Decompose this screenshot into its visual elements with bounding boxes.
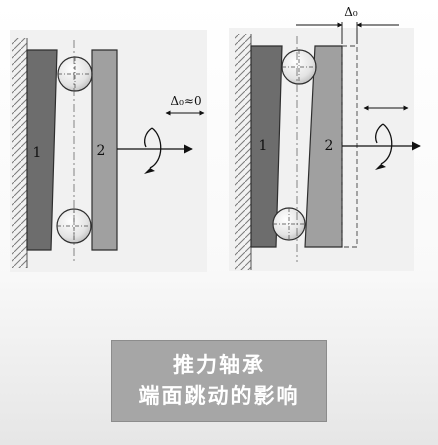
left-ring-1-label: 1 (33, 145, 42, 161)
left-diagram: 1 2 Δ₀≈0 (10, 30, 207, 272)
right-ring-1 (250, 45, 283, 248)
right-gap-dimension (296, 22, 399, 44)
right-bottom-ball (272, 207, 306, 241)
left-gap-label: Δ₀≈0 (170, 94, 201, 108)
right-gap-label: Δ₀ (344, 5, 358, 19)
thrust-bearing-diagram: 1 2 Δ₀≈0 1 2 (10, 5, 421, 272)
caption-line-2: 端面跳动的影响 (138, 384, 300, 408)
right-rotation-arrow-icon (375, 123, 393, 170)
left-rotation-arrow-icon (144, 127, 162, 174)
left-wall-hatching (12, 38, 28, 268)
right-top-ball (281, 49, 317, 85)
left-ring-2-label: 2 (97, 143, 106, 159)
left-ring-1 (26, 49, 58, 251)
left-top-ball (57, 56, 93, 92)
right-wall-hatching (235, 34, 252, 270)
left-ring-2 (91, 49, 118, 251)
right-diagram: 1 2 Δ₀ (229, 5, 421, 271)
caption-box: 推力轴承 端面跳动的影响 (111, 340, 327, 422)
right-ring-1-label: 1 (259, 138, 268, 154)
right-ring-2 (304, 45, 343, 248)
right-ring-2-label: 2 (325, 138, 334, 154)
caption-line-1: 推力轴承 (173, 353, 265, 377)
